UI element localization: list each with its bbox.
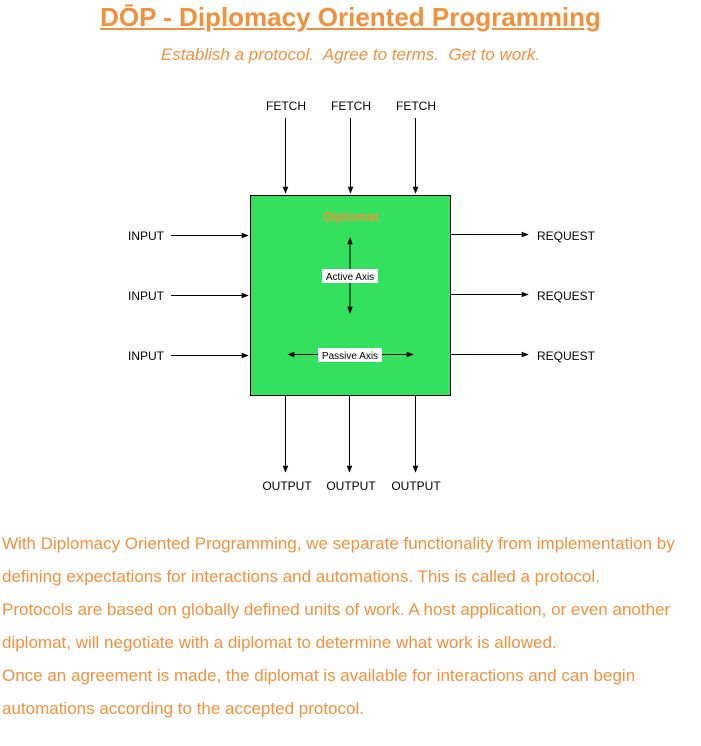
description-paragraph: With Diplomacy Oriented Programming, we …	[2, 534, 675, 718]
request-label: REQUEST	[537, 229, 596, 243]
passive-axis-label-bg	[318, 348, 382, 362]
diplomat-label: Diplomat	[323, 209, 379, 224]
input-label: INPUT	[128, 229, 165, 243]
passive-axis-label: Passive Axis	[322, 351, 378, 362]
request-label: REQUEST	[537, 349, 596, 363]
page-subtitle: Establish a protocol. Agree to terms. Ge…	[160, 45, 541, 64]
input-label: INPUT	[128, 349, 165, 363]
output-label: OUTPUT	[391, 479, 441, 493]
input-label: INPUT	[128, 289, 165, 303]
fetch-label: FETCH	[396, 99, 436, 113]
request-label: REQUEST	[537, 289, 596, 303]
output-label: OUTPUT	[262, 479, 312, 493]
active-axis-label-bg	[322, 269, 378, 283]
diplomat-diagram: Diplomat FETCH FETCH FETCH INPUT INPUT I…	[128, 99, 596, 493]
output-label: OUTPUT	[326, 479, 376, 493]
active-axis-label: Active Axis	[326, 272, 374, 283]
fetch-label: FETCH	[331, 99, 371, 113]
page-title: DŌP - Diplomacy Oriented Programming	[100, 2, 601, 32]
fetch-label: FETCH	[266, 99, 306, 113]
